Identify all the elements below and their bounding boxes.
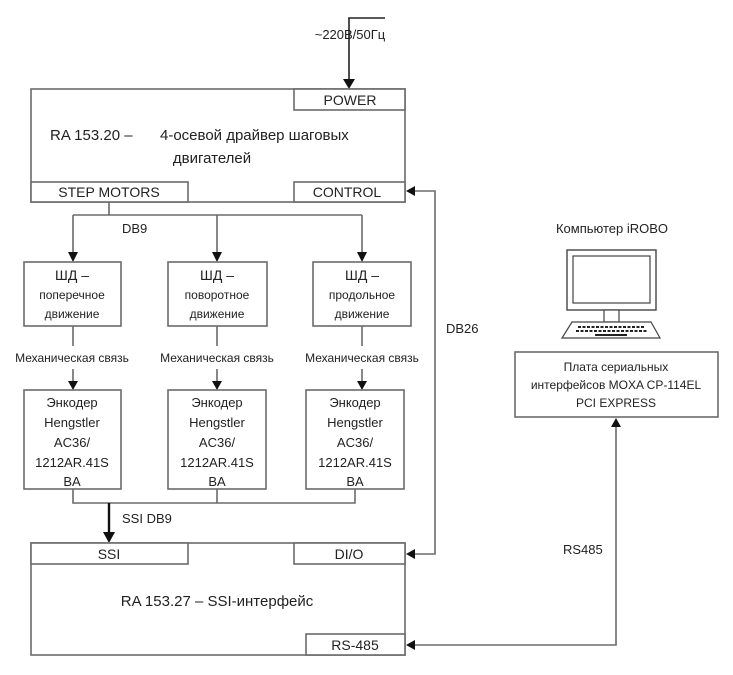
dio-port — [293, 542, 406, 565]
encoder-label: BA — [346, 474, 364, 489]
db26-link: DB26 — [406, 186, 479, 559]
serial-board-label: интерфейсов MOXA CP-114EL — [531, 378, 702, 392]
serial-board-label: PCI EXPRESS — [576, 396, 656, 410]
motor-label: ШД – — [200, 267, 234, 283]
encoder-label: AC36/ — [54, 435, 91, 450]
motor-label: продольное — [329, 288, 396, 302]
arrow-left-icon — [406, 640, 415, 650]
motor-label: ШД – — [55, 267, 89, 283]
dio-port-label: DI/O — [335, 546, 364, 562]
db9-label: DB9 — [122, 221, 147, 236]
motor-1: ШД – поворотное движение — [167, 261, 268, 327]
motor-label: ШД – — [345, 267, 379, 283]
power-line — [348, 17, 385, 80]
ssi-port-label: SSI — [98, 546, 121, 562]
serial-board-box — [514, 351, 719, 418]
encoder-label: 1212AR.41S — [318, 455, 392, 470]
power-arrow-icon — [343, 79, 355, 89]
arrow-left-icon — [406, 549, 415, 559]
rs485-port-label: RS-485 — [331, 637, 379, 653]
rs485-link: RS485 — [406, 418, 621, 650]
driver-title-model: RA 153.20 – — [50, 127, 133, 144]
power-port-label: POWER — [324, 92, 377, 108]
mechanical-links: Механическая связь Механическая связь Ме… — [15, 326, 419, 390]
db9-bus: DB9 — [68, 202, 367, 262]
power-supply-connector: ~220В/50Гц — [315, 17, 386, 89]
serial-board-label: Плата сериальных — [564, 360, 669, 374]
driver-title-desc2: двигателей — [173, 150, 251, 167]
ssi-db9-label: SSI DB9 — [122, 511, 172, 526]
encoder-label: Hengstler — [327, 415, 383, 430]
mechanical-link-label: Механическая связь — [305, 351, 419, 365]
motor-label: поперечное — [39, 288, 105, 302]
motor-label: движение — [335, 307, 390, 321]
serial-board: Плата сериальных интерфейсов MOXA CP-114… — [514, 351, 719, 418]
encoder-label: 1212AR.41S — [180, 455, 254, 470]
arrow-down-icon — [68, 381, 78, 390]
arrow-down-icon — [68, 252, 78, 262]
encoder-label: Hengstler — [44, 415, 100, 430]
power-source-label: ~220В/50Гц — [315, 27, 386, 42]
rs485-label: RS485 — [563, 542, 603, 557]
computer-label: Компьютер iROBO — [556, 221, 668, 236]
desktop-computer-icon — [560, 249, 662, 339]
mechanical-link-label: Механическая связь — [160, 351, 274, 365]
arrow-up-icon — [611, 418, 621, 427]
encoder-label: Энкодер — [329, 395, 380, 410]
encoder-label: BA — [63, 474, 81, 489]
encoder-label: AC36/ — [337, 435, 374, 450]
encoder-2: Энкодер Hengstler AC36/ 1212AR.41S BA — [305, 389, 405, 490]
motor-label: движение — [190, 307, 245, 321]
encoder-label: Hengstler — [189, 415, 245, 430]
arrow-down-icon — [357, 381, 367, 390]
encoder-label: AC36/ — [199, 435, 236, 450]
control-port — [293, 181, 406, 203]
db26-label: DB26 — [446, 321, 479, 336]
motor-label: поворотное — [185, 288, 250, 302]
ssi-interface-block: SSI DI/O RA 153.27 – SSI-интерфейс RS-48… — [30, 542, 406, 656]
arrow-down-icon — [103, 532, 115, 543]
mechanical-link-label: Механическая связь — [15, 351, 129, 365]
arrow-down-icon — [357, 252, 367, 262]
arrow-down-icon — [212, 252, 222, 262]
rs485-port — [305, 633, 406, 656]
power-port — [293, 88, 406, 111]
ssi-interface-title: RA 153.27 – SSI-интерфейс — [121, 593, 314, 610]
ssi-bus: SSI DB9 — [72, 489, 356, 543]
arrow-left-icon — [406, 186, 415, 196]
encoder-label: Энкодер — [46, 395, 97, 410]
motor-label: движение — [45, 307, 100, 321]
control-port-label: CONTROL — [313, 184, 382, 200]
driver-title-desc: 4-осевой драйвер шаговых — [160, 127, 349, 144]
motor-2: ШД – продольное движение — [312, 261, 412, 327]
encoder-label: 1212AR.41S — [35, 455, 109, 470]
encoder-label: BA — [208, 474, 226, 489]
encoder-label: Энкодер — [191, 395, 242, 410]
encoder-0: Энкодер Hengstler AC36/ 1212AR.41S BA — [23, 389, 122, 490]
ssi-port — [30, 542, 189, 565]
step-motors-port-label: STEP MOTORS — [58, 184, 159, 200]
driver-block: POWER RA 153.20 – 4-осевой драйвер шагов… — [30, 88, 406, 203]
motor-0: ШД – поперечное движение — [23, 261, 122, 327]
encoder-1: Энкодер Hengstler AC36/ 1212AR.41S BA — [167, 389, 267, 490]
computer: Компьютер iROBO — [556, 221, 668, 339]
arrow-down-icon — [212, 381, 222, 390]
